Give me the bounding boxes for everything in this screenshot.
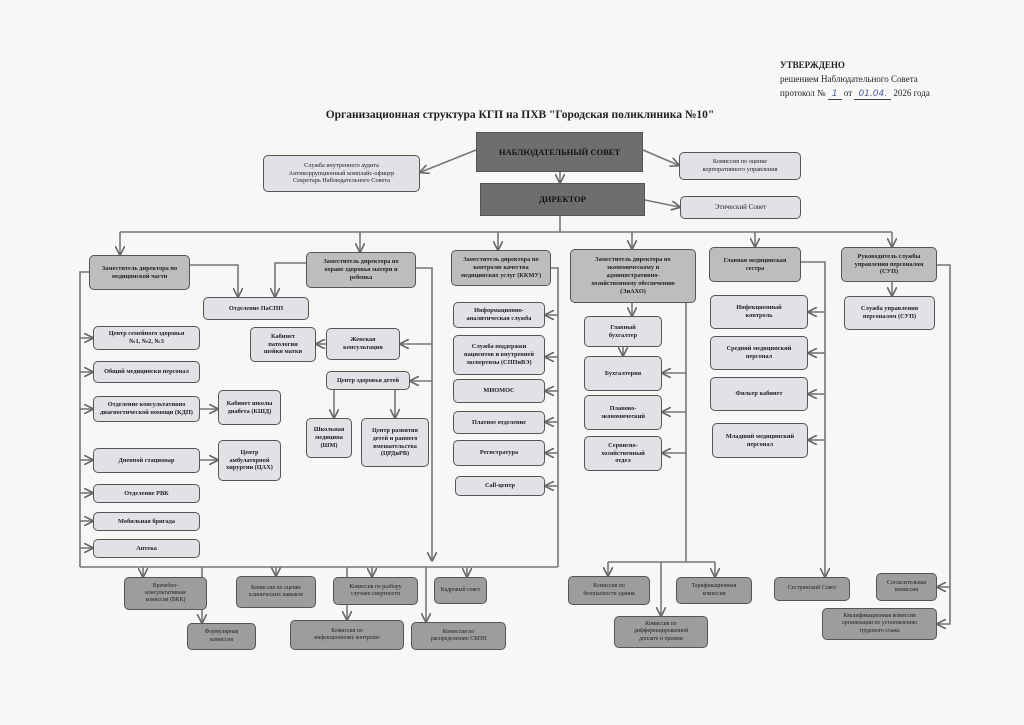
node-board: НАБЛЮДАТЕЛЬНЫЙ СОВЕТ <box>476 132 643 172</box>
node-corp-commission: Комиссия по оценке корпоративного управл… <box>679 152 801 180</box>
node-dep-medical: Заместитель директора по медицинской час… <box>89 255 190 290</box>
node-chief-accountant: Главный бухгалтер <box>584 316 662 347</box>
node-mortality: Комиссия по разбору случаев смертности <box>333 577 418 605</box>
node-vkk: Врачебно- консультативная комиссия (ВКК) <box>124 577 207 610</box>
node-pharmacy: Аптека <box>93 539 200 558</box>
node-cervix: Кабинет патологии шейки матки <box>250 327 316 362</box>
node-womens: Женская консультация <box>326 328 400 360</box>
node-csz: Центр семейного здоровья №1, №2, №3 <box>93 326 200 350</box>
node-infection: Инфекционный контроль <box>710 295 808 329</box>
node-sppve: Служба поддержки пациентов и внутренней … <box>453 335 545 375</box>
node-paid: Платное отделение <box>453 411 545 434</box>
node-ethics: Этический Совет <box>680 196 801 219</box>
node-kdp: Отделение консультативно диагностической… <box>93 396 200 422</box>
node-child-center: Центр здоровья детей <box>326 371 410 390</box>
node-planning: Планово- экономический <box>584 395 662 430</box>
node-hr-head: Руководитель службы управления персонало… <box>841 247 937 282</box>
node-diabetes: Кабинет школы диабета (КШД) <box>218 390 281 425</box>
node-accounting: Бухгалтерия <box>584 356 662 391</box>
node-day-hospital: Дневной стационар <box>93 448 200 473</box>
node-dep-kkmu: Заместитель директора по контролю качест… <box>451 250 551 286</box>
node-formulary: Формулярная комиссия <box>187 623 256 650</box>
node-nursing: Сестринский Совет <box>774 577 850 601</box>
node-rvk: Отделение РВК <box>93 484 200 503</box>
node-miomos: МИОМОС <box>453 379 545 403</box>
node-audit: Служба внутреннего аудита Антикоррупцион… <box>263 155 420 192</box>
node-info-analytic: Информационно- аналитическая служба <box>453 302 545 328</box>
node-filter: Фильтр кабинет <box>710 377 808 411</box>
node-registry: Регистратура <box>453 440 545 466</box>
node-diff-pay: Комиссия по дифференцированной доплате и… <box>614 616 708 648</box>
node-head-nurse: Главная медицинская сестра <box>709 247 801 282</box>
node-qualification: Квалификационная комиссия организации по… <box>822 608 937 640</box>
node-infection-commission: Комиссия по инфекционному контролю <box>290 620 404 650</box>
approval-line: решением Наблюдательного Совета <box>780 74 918 84</box>
node-clinical: Комиссия по оценке клинических навыков <box>236 576 316 608</box>
node-pasp: Отделение ПаСПП <box>203 297 309 320</box>
node-dep-mother: Заместитель директора по охране здоровья… <box>306 252 416 288</box>
protocol-prefix: протокол № <box>780 88 826 98</box>
node-mid-staff: Средний медицинский персонал <box>710 336 808 370</box>
node-junior-staff: Младший медицинский персонал <box>712 423 808 458</box>
node-tariff: Тарификационная комиссия <box>676 577 752 604</box>
node-crdirv: Центр развития детей и раннего вмешатель… <box>361 418 429 467</box>
node-director: ДИРЕКТОР <box>480 183 645 216</box>
node-skpn: Комиссия по распределению СКПН <box>411 622 506 650</box>
protocol-number: 1 <box>827 89 842 100</box>
node-personnel: Кадровый совет <box>434 577 487 604</box>
node-building: Комиссия по безопасности здания <box>568 576 650 605</box>
node-general-staff: Общий медицински персонал <box>93 361 200 383</box>
node-service: Сервисно- хозяйственный отдел <box>584 436 662 471</box>
approval-stamp: УТВЕРЖДЕНО решением Наблюдательного Сове… <box>780 58 930 101</box>
node-mobile: Мобильная бригада <box>93 512 200 531</box>
node-cah: Центр амбулаторной хирургии (ЦАХ) <box>218 440 281 481</box>
node-hr-service: Служба управления персоналом (СУП) <box>844 296 935 330</box>
node-school-med: Школьная медицина (ШМ) <box>306 418 352 458</box>
year-suffix: 2026 года <box>893 88 930 98</box>
approval-title: УТВЕРЖДЕНО <box>780 60 845 70</box>
node-conciliation: Согласительная комиссия <box>876 573 937 601</box>
node-call: Call-центр <box>455 476 545 496</box>
node-dep-econ: Заместитель директора по экономическому … <box>570 249 696 303</box>
date-prefix: от <box>843 88 853 98</box>
page-title: Организационная структура КГП на ПХВ "Го… <box>325 109 715 121</box>
protocol-date: 01.04. <box>854 89 892 100</box>
